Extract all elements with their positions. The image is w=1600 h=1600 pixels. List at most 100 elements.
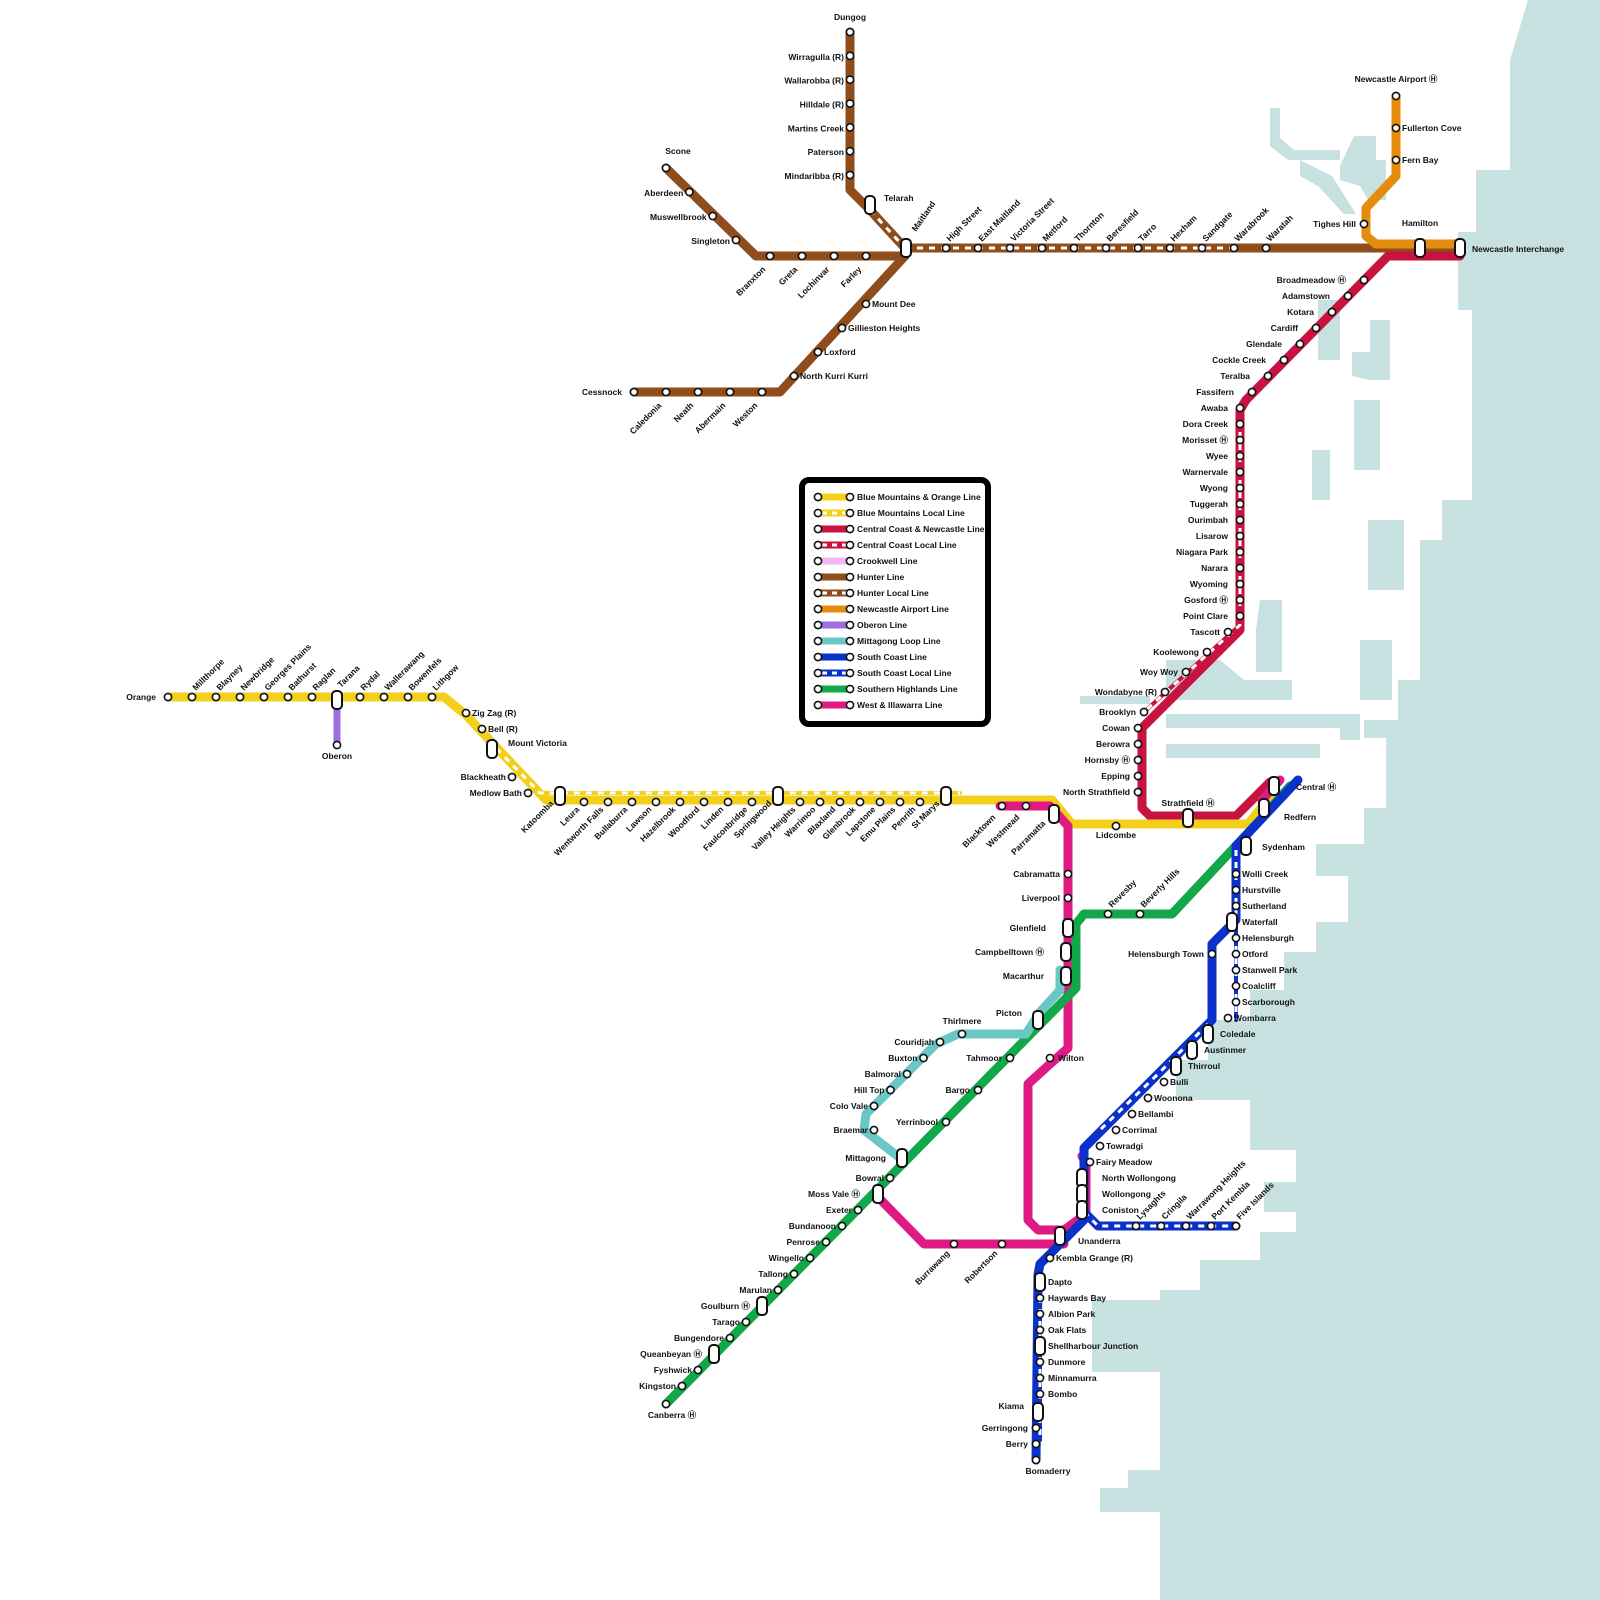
station-label: Penrose: [786, 1237, 820, 1247]
station-lisarow: [1235, 531, 1245, 541]
station-tarago: [741, 1317, 751, 1327]
legend-row: South Coast Line: [813, 652, 927, 662]
interchange-redfern: [1258, 798, 1270, 818]
station-linden: [723, 797, 733, 807]
station-wilton: [1045, 1053, 1055, 1063]
station-dunmore: [1035, 1357, 1045, 1367]
station-label: Paterson: [808, 147, 844, 157]
station-ourimbah: [1235, 515, 1245, 525]
station-label: Colo Vale: [830, 1101, 869, 1111]
station-label: Oak Flats: [1048, 1325, 1087, 1335]
legend-swatch-stop: [813, 684, 823, 694]
station-paterson: [845, 146, 855, 156]
station-label: Wirragulla (R): [788, 52, 844, 62]
station-label: Thirlmere: [943, 1016, 982, 1026]
legend-swatch-stop: [845, 508, 855, 518]
legend-swatch-stop: [845, 556, 855, 566]
station-label: Bombo: [1048, 1389, 1077, 1399]
station-fairy-meadow: [1085, 1157, 1095, 1167]
station-label: Revesby: [1106, 877, 1138, 909]
legend-swatch-stop: [845, 572, 855, 582]
station-label: Waratah: [1264, 213, 1295, 244]
station-label: Point Clare: [1183, 611, 1228, 621]
station-label: Bomaderry: [1026, 1466, 1071, 1476]
station-label: Bellambi: [1138, 1109, 1173, 1119]
station-label: Teralba: [1220, 371, 1250, 381]
station-blaxland: [835, 797, 845, 807]
station-martins-creek: [845, 122, 855, 132]
station-label: Dapto: [1048, 1277, 1072, 1287]
station-label: Tascott: [1190, 627, 1220, 637]
station-valley-heights: [795, 797, 805, 807]
station-wallarobba-r: [845, 75, 855, 85]
station-warabrook: [1229, 243, 1239, 253]
station-tahmoor: [1005, 1053, 1015, 1063]
station-wirragulla-r: [845, 51, 855, 61]
legend-row: South Coast Local Line: [813, 668, 952, 678]
legend-label: Hunter Local Line: [857, 588, 929, 598]
station-label: Tallong: [758, 1269, 788, 1279]
station-tarro: [1133, 243, 1143, 253]
station-label: Scone: [665, 146, 691, 156]
station-wyoming: [1235, 579, 1245, 589]
rail-line-segment: [661, 163, 910, 261]
station-label: Gerringong: [982, 1423, 1028, 1433]
station-label: Cessnock: [582, 387, 622, 397]
station-label: Redfern: [1284, 812, 1316, 822]
station-label: Couridjah: [894, 1037, 934, 1047]
station-singleton: [731, 235, 741, 245]
station-blacktown: [997, 801, 1007, 811]
station-gerringong: [1031, 1423, 1041, 1433]
interchange-coledale: [1202, 1024, 1214, 1044]
station-sutherland: [1231, 901, 1241, 911]
station-lysaghts: [1131, 1221, 1141, 1231]
station-label: Glendale: [1246, 339, 1282, 349]
station-label: Berowra: [1096, 739, 1130, 749]
station-label: Unanderra: [1078, 1236, 1121, 1246]
legend-row: Newcastle Airport Line: [813, 604, 949, 614]
station-wallerawang: [379, 692, 389, 702]
station-five-islands: [1231, 1221, 1241, 1231]
station-warrimoo: [815, 797, 825, 807]
station-label: Berry: [1006, 1439, 1028, 1449]
station-label: Metford: [1040, 214, 1069, 243]
legend-swatch-stop: [813, 604, 823, 614]
station-label: Buxton: [888, 1053, 917, 1063]
legend-swatch-stop: [845, 524, 855, 534]
station-label: Austinmer: [1204, 1045, 1247, 1055]
station-label: Campbelltown Ⓗ: [975, 947, 1044, 957]
station-label: Greta: [777, 264, 800, 287]
station-label: Narara: [1201, 563, 1228, 573]
station-label: Muswellbrook: [650, 212, 707, 222]
interchange-macarthur: [1060, 966, 1072, 986]
station-millthorpe: [187, 692, 197, 702]
legend-label: South Coast Line: [857, 652, 927, 662]
station-warnervale: [1235, 467, 1245, 477]
legend-row: Mittagong Loop Line: [813, 636, 941, 646]
water-area: [1256, 600, 1282, 672]
interchange-sydenham: [1240, 836, 1252, 856]
station-label: Loxford: [824, 347, 856, 357]
legend-swatch-stop: [813, 652, 823, 662]
station-label: Woonona: [1154, 1093, 1193, 1103]
station-mount-dee: [861, 299, 871, 309]
local-line-dash: [868, 208, 907, 250]
station-couridjah: [935, 1037, 945, 1047]
interchange-parramatta: [1048, 804, 1060, 824]
interchange-picton: [1032, 1010, 1044, 1030]
station-penrose: [821, 1237, 831, 1247]
station-label: Dora Creek: [1183, 419, 1229, 429]
station-wondabyne-r: [1160, 687, 1170, 697]
rail-line-segment: [1137, 251, 1465, 821]
station-tighes-hill: [1359, 219, 1369, 229]
station-label: Wondabyne (R): [1095, 687, 1157, 697]
legend-label: Central Coast & Newcastle Line: [857, 524, 985, 534]
station-cabramatta: [1063, 869, 1073, 879]
station-scarborough: [1231, 997, 1241, 1007]
station-label: Wombarra: [1234, 1013, 1276, 1023]
local-line-dash: [486, 738, 960, 795]
station-label: Kiama: [998, 1401, 1024, 1411]
interchange-queanbeyan: [708, 1344, 720, 1364]
station-label: Awaba: [1201, 403, 1229, 413]
legend-label: Mittagong Loop Line: [857, 636, 941, 646]
